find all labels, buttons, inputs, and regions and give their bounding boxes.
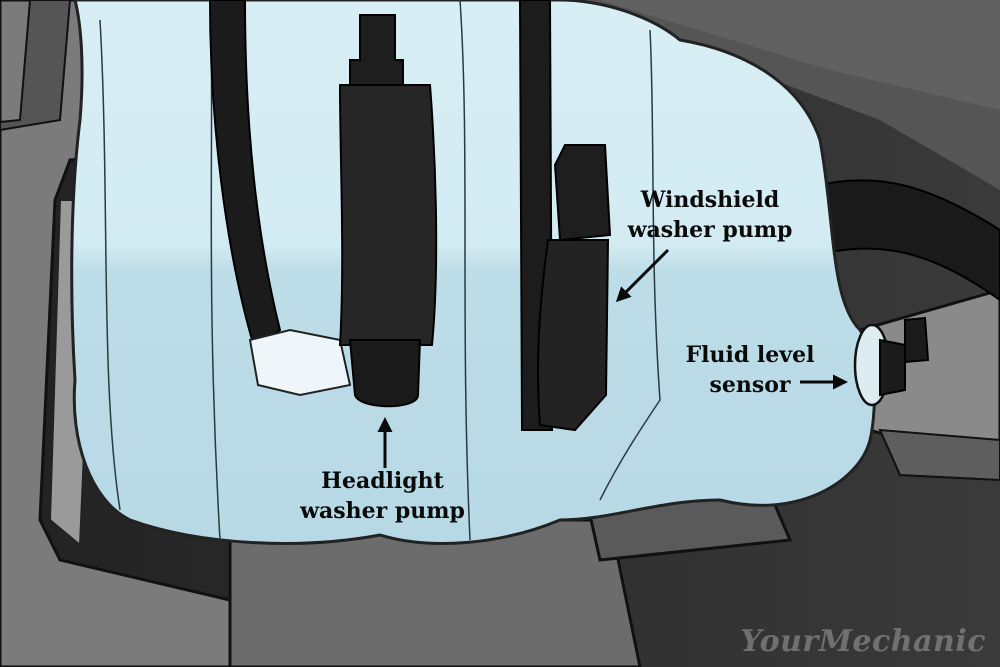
windshield-pump-arrow — [615, 248, 670, 303]
right-bracket-lower — [878, 428, 1000, 482]
windshield-pump-label: Windshield washer pump — [615, 185, 805, 245]
headlight-pump-label-line1: Headlight — [321, 468, 444, 494]
upper-right-panel — [600, 0, 1000, 110]
windshield-pump-label-line2: washer pump — [627, 217, 793, 243]
fluid-sensor-label-line2: sensor — [709, 372, 791, 398]
headlight-pump-label-line2: washer pump — [300, 498, 465, 524]
fluid-sensor-label-line1: Fluid level — [685, 342, 815, 368]
fluid-sensor-body — [879, 338, 906, 397]
tank-seam-4 — [99, 19, 121, 511]
windshield-pump-top — [553, 144, 612, 242]
tank-seam-2 — [459, 0, 471, 541]
windshield-pump-label-line1: Windshield — [640, 187, 780, 213]
fill-tube — [208, 0, 282, 352]
reservoir-tank — [70, 0, 876, 545]
left-bracket — [0, 0, 72, 132]
windshield-pump-body — [537, 239, 610, 432]
yourmechanic-watermark: YourMechanic — [740, 624, 986, 659]
headlight-pump-outlet — [348, 339, 422, 408]
headlight-pump-body — [338, 84, 438, 346]
fluid-sensor-label: Fluid level sensor — [677, 340, 823, 400]
headlight-pump-label: Headlight washer pump — [300, 466, 465, 526]
tank-seam-3 — [599, 29, 661, 501]
hose-connector — [248, 328, 352, 397]
right-hose — [798, 179, 1000, 302]
fluid-sensor-connector — [904, 316, 930, 364]
